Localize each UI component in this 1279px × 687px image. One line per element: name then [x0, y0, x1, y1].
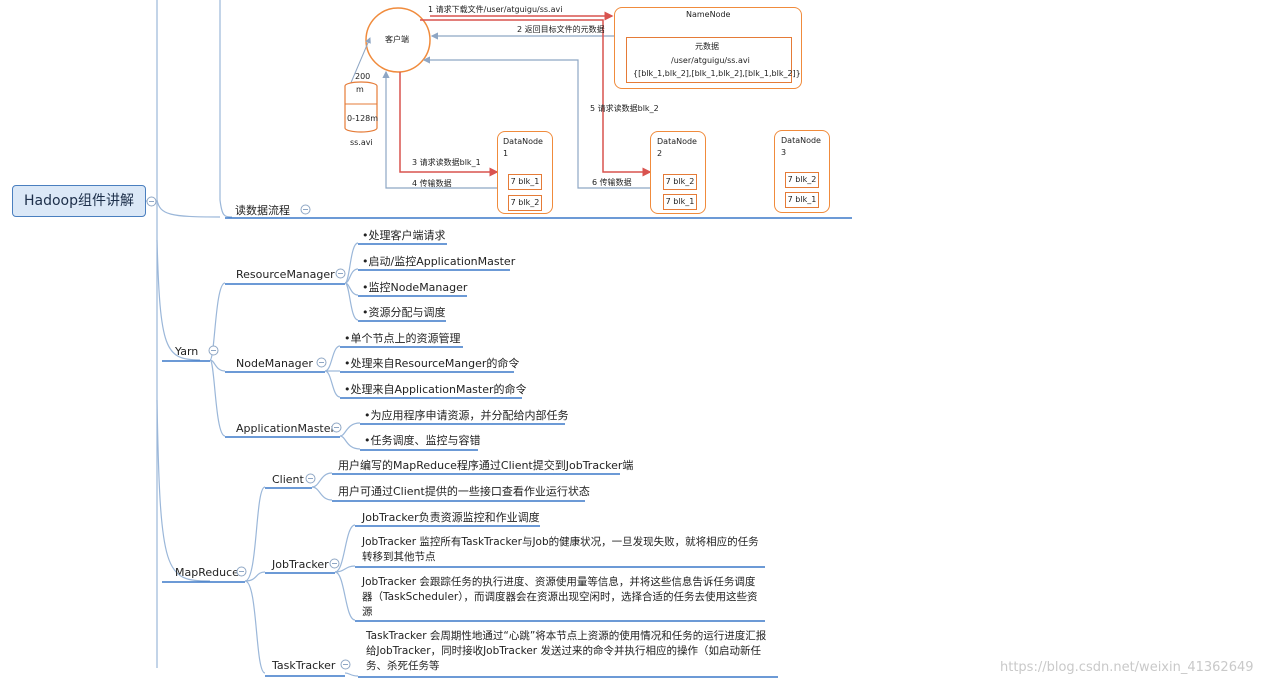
topic-mapreduce[interactable]: MapReduce [175, 566, 239, 579]
datanode-name: DataNode [781, 136, 821, 145]
collapse-icon[interactable] [236, 566, 247, 577]
rm-item[interactable]: •启动/监控ApplicationMaster [362, 255, 516, 268]
am-item[interactable]: •任务调度、监控与容错 [364, 434, 481, 447]
topic-tasktracker[interactable]: TaskTracker [272, 659, 336, 672]
nm-item[interactable]: •单个节点上的资源管理 [344, 332, 461, 345]
topic-yarn[interactable]: Yarn [175, 345, 199, 358]
client-label: 客户端 [385, 35, 409, 44]
datanode-num: 2 [657, 149, 663, 158]
file-name: ss.avi [350, 138, 373, 147]
nm-item[interactable]: •处理来自ResourceManger的命令 [344, 357, 520, 370]
topic-read-flow[interactable]: 读数据流程 [235, 204, 290, 217]
collapse-icon[interactable] [329, 558, 340, 569]
am-item[interactable]: •为应用程序申请资源，并分配给内部任务 [364, 409, 569, 422]
collapse-icon[interactable] [300, 204, 311, 215]
metadata-box: 元数据 /user/atguigu/ss.avi {[blk_1,blk_2],… [626, 37, 801, 83]
block: 7 blk_1 [508, 174, 542, 190]
metadata-title: 元数据 [695, 42, 719, 51]
nm-item[interactable]: •处理来自ApplicationMaster的命令 [344, 383, 527, 396]
arrow-label-3: 3 请求读数据blk_1 [412, 158, 481, 167]
arrow-label-6: 6 传输数据 [592, 178, 632, 187]
arrow-label-4: 4 传输数据 [412, 179, 452, 188]
datanode-name: DataNode [503, 137, 543, 146]
topic-applicationmaster[interactable]: ApplicationMaster [236, 422, 336, 435]
block: 7 blk_2 [785, 172, 819, 188]
jobtracker-item[interactable]: JobTracker负责资源监控和作业调度 [362, 511, 540, 524]
jobtracker-item[interactable]: JobTracker 监控所有TaskTracker与Job的健康状况，一旦发现… [362, 536, 759, 563]
topic-client[interactable]: Client [272, 473, 304, 486]
file-size: 200 [355, 72, 371, 81]
tasktracker-item[interactable]: TaskTracker 会周期性地通过“心跳”将本节点上资源的使用情况和任务的运… [366, 630, 767, 672]
collapse-icon[interactable] [340, 659, 351, 670]
datanode-num: 3 [781, 148, 787, 157]
block: 7 blk_2 [663, 174, 697, 190]
jobtracker-item[interactable]: JobTracker 会跟踪任务的执行进度、资源使用量等信息，并将这些信息告诉任… [362, 576, 758, 618]
namenode-title: NameNode [686, 10, 731, 19]
root-topic[interactable]: Hadoop组件讲解 [12, 185, 146, 217]
rm-item[interactable]: •监控NodeManager [362, 281, 468, 294]
arrow-label-2: 2 返回目标文件的元数据 [517, 25, 605, 34]
block: 7 blk_1 [785, 192, 819, 208]
arrow-label-5: 5 请求读数据blk_2 [590, 104, 659, 113]
client-item[interactable]: 用户可通过Client提供的一些接口查看作业运行状态 [338, 485, 590, 498]
topic-resourcemanager[interactable]: ResourceManager [236, 268, 335, 281]
watermark: https://blog.csdn.net/weixin_41362649 [1000, 660, 1254, 675]
arrow-label-1: 1 请求下载文件/user/atguigu/ss.avi [428, 5, 563, 14]
client-item[interactable]: 用户编写的MapReduce程序通过Client提交到JobTracker端 [338, 459, 634, 472]
collapse-icon[interactable] [146, 196, 157, 207]
file-size-unit: m [356, 85, 364, 94]
topic-jobtracker[interactable]: JobTracker [272, 558, 329, 571]
collapse-icon[interactable] [208, 345, 219, 356]
topic-nodemanager[interactable]: NodeManager [236, 357, 313, 370]
datanode-2: DataNode 2 7 blk_2 7 blk_1 [650, 131, 706, 214]
metadata-blocks: {[blk_1,blk_2],[blk_1,blk_2],[blk_1,blk_… [633, 69, 801, 78]
rm-item[interactable]: •资源分配与调度 [362, 306, 446, 319]
datanode-1: DataNode 1 7 blk_1 7 blk_2 [497, 131, 553, 214]
collapse-icon[interactable] [305, 473, 316, 484]
datanode-num: 1 [503, 149, 509, 158]
block: 7 blk_2 [508, 195, 542, 211]
collapse-icon[interactable] [316, 357, 327, 368]
datanode-3: DataNode 3 7 blk_2 7 blk_1 [774, 130, 830, 213]
metadata-path: /user/atguigu/ss.avi [671, 56, 750, 65]
collapse-icon[interactable] [331, 422, 342, 433]
datanode-name: DataNode [657, 137, 697, 146]
namenode-box: NameNode 元数据 /user/atguigu/ss.avi {[blk_… [614, 7, 802, 89]
collapse-icon[interactable] [335, 268, 346, 279]
file-range: 0-128m [347, 114, 379, 123]
rm-item[interactable]: •处理客户端请求 [362, 229, 446, 242]
block: 7 blk_1 [663, 194, 697, 210]
